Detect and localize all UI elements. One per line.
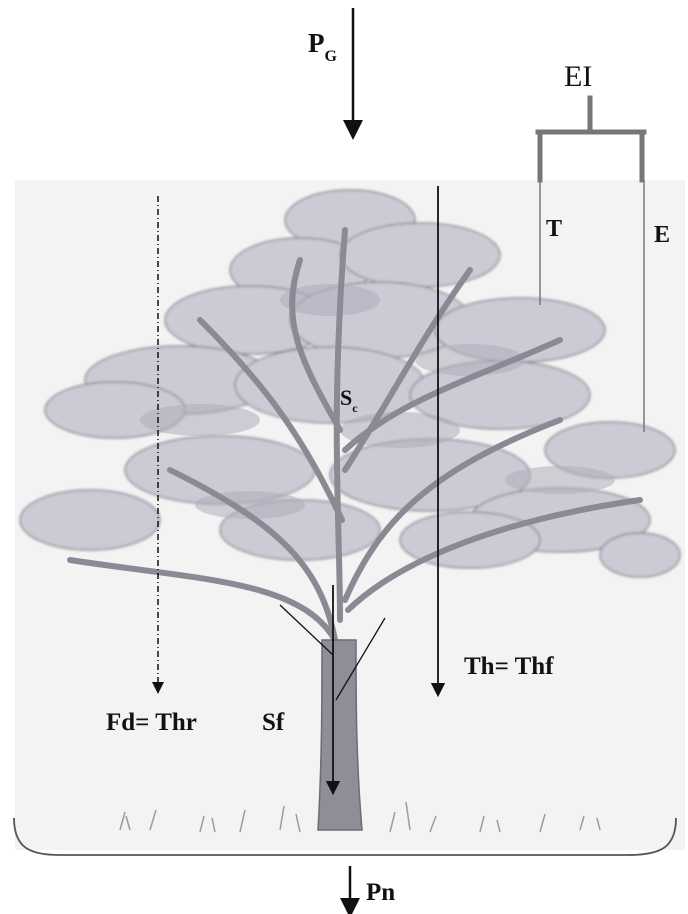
ei-bracket [538, 98, 644, 180]
precipitation-main: P [308, 28, 325, 58]
canopy-storage-subscript: c [352, 401, 358, 415]
evaporation-label: E [654, 222, 670, 248]
net-precipitation-label: Pn [366, 879, 395, 906]
precipitation-gross-label: PG [308, 28, 338, 65]
transpiration-label: T [546, 216, 562, 242]
precipitation-subscript: G [325, 48, 338, 65]
stemflow-label: Sf [262, 709, 285, 736]
free-throughfall-label: Fd= Thr [106, 709, 197, 736]
canopy-storage-main: S [340, 385, 352, 410]
ei-label: EI [564, 60, 592, 93]
throughfall-label: Th= Thf [464, 653, 554, 680]
